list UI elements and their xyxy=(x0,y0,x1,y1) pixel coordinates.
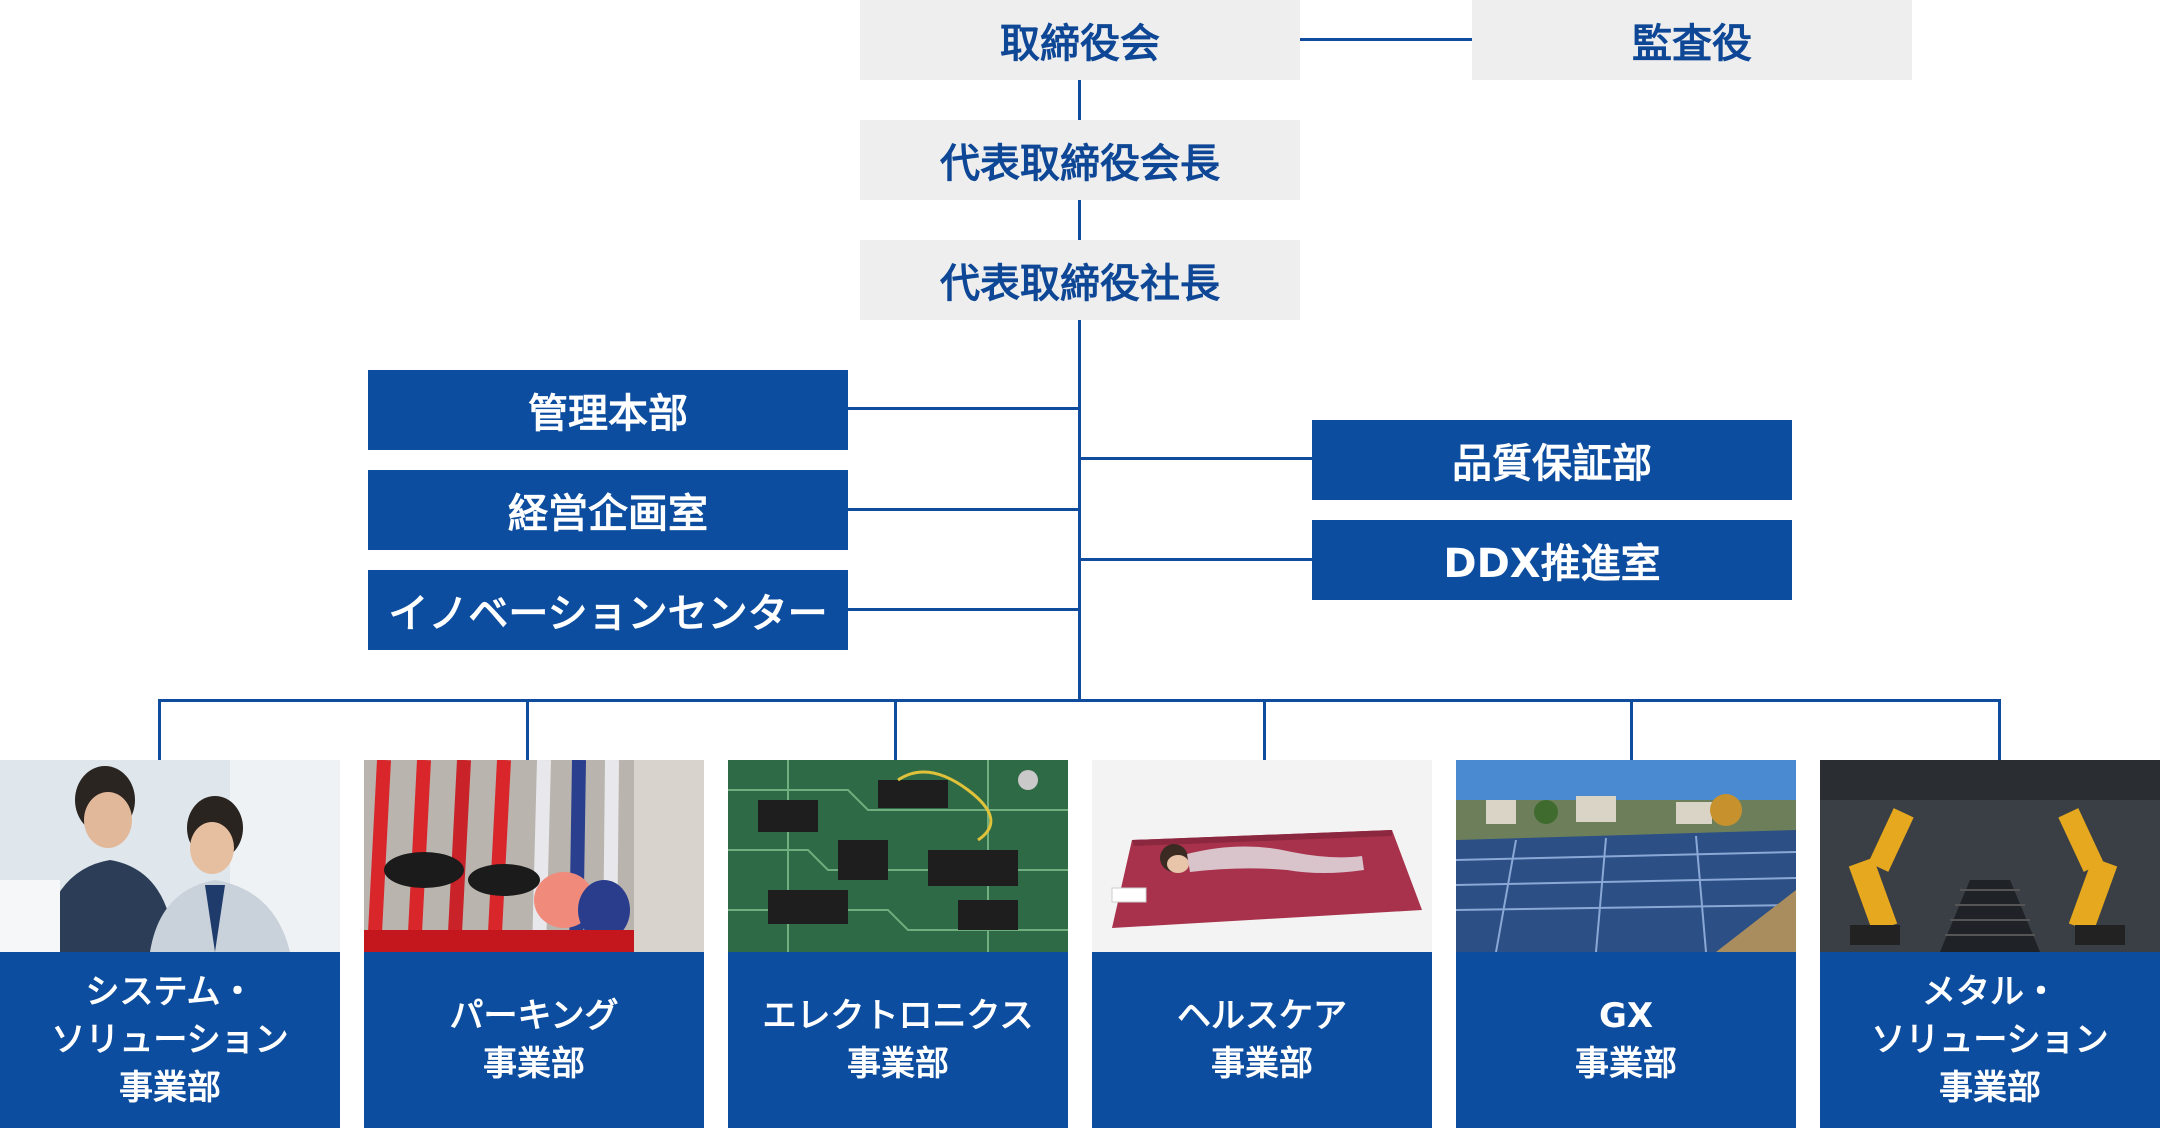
connector-board-chairman xyxy=(1078,80,1081,120)
division-label: エレクトロニクス 事業部 xyxy=(728,952,1068,1128)
connector-drop-1 xyxy=(158,699,161,760)
division-label: パーキング 事業部 xyxy=(364,952,704,1128)
division-label: GX 事業部 xyxy=(1456,952,1796,1128)
division-label-line: パーキング xyxy=(449,996,619,1036)
board-box: 取締役会 xyxy=(860,0,1300,80)
division-label: メタル・ ソリューション 事業部 xyxy=(1820,952,2160,1128)
connector-left-2 xyxy=(848,508,1080,511)
division-card-system-solution: システム・ ソリューション 事業部 xyxy=(0,760,340,1128)
division-label: システム・ ソリューション 事業部 xyxy=(0,952,340,1128)
division-label: ヘルスケア 事業部 xyxy=(1092,952,1432,1128)
president-box: 代表取締役社長 xyxy=(860,240,1300,320)
connector-right-1 xyxy=(1078,457,1312,460)
division-card-parking: パーキング 事業部 xyxy=(364,760,704,1128)
solar-farm-photo xyxy=(1456,760,1796,952)
auditor-box: 監査役 xyxy=(1472,0,1912,80)
division-label-line: システム・ xyxy=(85,972,255,1012)
connector-drop-2 xyxy=(526,699,529,760)
heated-mat-photo xyxy=(1092,760,1432,952)
engineers-photo xyxy=(0,760,340,952)
connector-drop-4 xyxy=(1263,699,1266,760)
division-card-healthcare: ヘルスケア 事業部 xyxy=(1092,760,1432,1128)
connector-left-1 xyxy=(848,407,1080,410)
division-label-line: ソリューション xyxy=(1871,1020,2109,1060)
division-label-line: 事業部 xyxy=(119,1068,221,1108)
connector-drop-6 xyxy=(1998,699,2001,760)
division-card-electronics: エレクトロニクス 事業部 xyxy=(728,760,1068,1128)
connector-right-2 xyxy=(1078,558,1312,561)
connector-drop-5 xyxy=(1630,699,1633,760)
connector-chairman-president xyxy=(1078,200,1081,240)
division-label-line: ソリューション xyxy=(51,1020,289,1060)
connector-left-3 xyxy=(848,608,1080,611)
connector-board-auditor xyxy=(1300,38,1472,41)
robot-arms-photo xyxy=(1820,760,2160,952)
bicycles-photo xyxy=(364,760,704,952)
chairman-box: 代表取締役会長 xyxy=(860,120,1300,200)
division-label-line: 事業部 xyxy=(1575,1044,1677,1084)
division-label-line: GX xyxy=(1598,996,1654,1036)
staff-box-corporate-planning: 経営企画室 xyxy=(368,470,848,550)
staff-box-management: 管理本部 xyxy=(368,370,848,450)
staff-box-ddx: DDX推進室 xyxy=(1312,520,1792,600)
division-label-line: エレクトロニクス xyxy=(762,996,1034,1036)
division-label-line: 事業部 xyxy=(1939,1068,2041,1108)
division-label-line: ヘルスケア xyxy=(1177,996,1347,1036)
division-label-line: 事業部 xyxy=(483,1044,585,1084)
connector-drop-3 xyxy=(894,699,897,760)
division-card-metal-solution: メタル・ ソリューション 事業部 xyxy=(1820,760,2160,1128)
connector-horizontal-bus xyxy=(158,699,2001,702)
division-card-gx: GX 事業部 xyxy=(1456,760,1796,1128)
division-label-line: 事業部 xyxy=(1211,1044,1313,1084)
division-label-line: 事業部 xyxy=(847,1044,949,1084)
circuit-board-photo xyxy=(728,760,1068,952)
staff-box-innovation-center: イノベーションセンター xyxy=(368,570,848,650)
staff-box-quality-assurance: 品質保証部 xyxy=(1312,420,1792,500)
division-label-line: メタル・ xyxy=(1922,972,2058,1012)
